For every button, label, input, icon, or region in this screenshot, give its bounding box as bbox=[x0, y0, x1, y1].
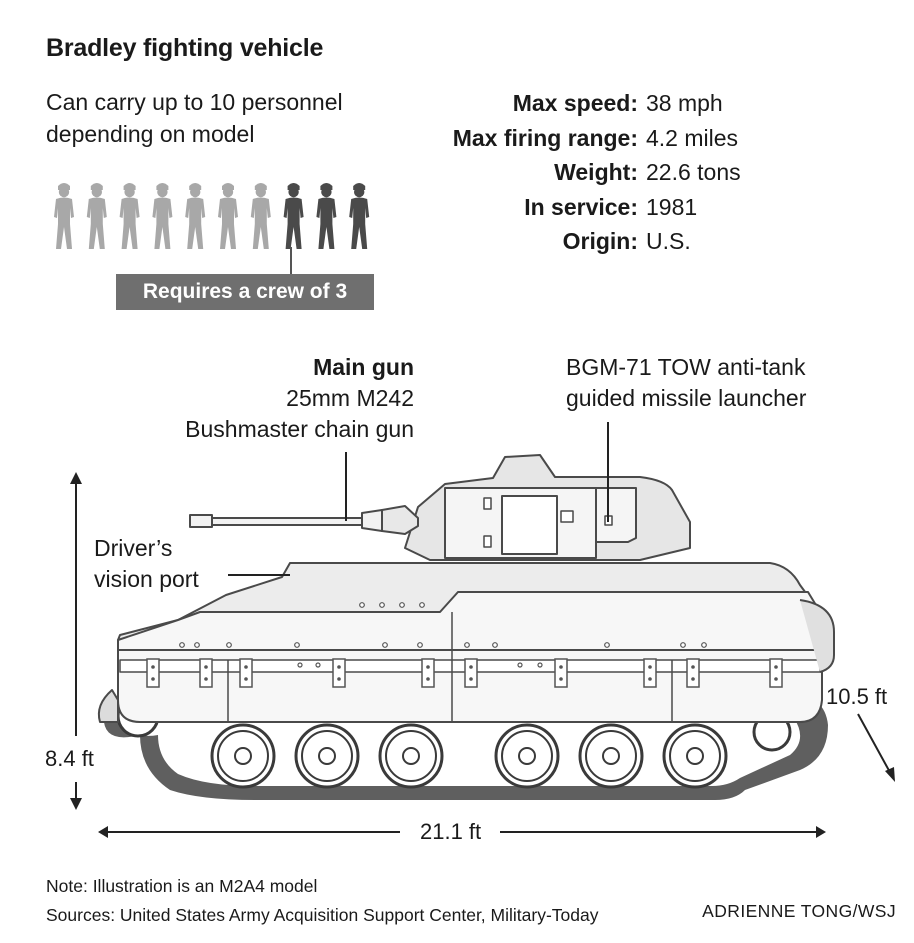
passenger-soldier-icon bbox=[119, 183, 140, 249]
stat-value: 22.6 tons bbox=[646, 159, 741, 185]
height-label: 8.4 ft bbox=[45, 746, 94, 771]
tow-line-2: guided missile launcher bbox=[566, 385, 807, 411]
stat-value: 38 mph bbox=[646, 90, 723, 116]
stat-value: 4.2 miles bbox=[646, 124, 739, 151]
stat-label: Origin: bbox=[562, 228, 638, 254]
turret bbox=[404, 454, 691, 561]
footnotes: Note: Illustration is an M2A4 model Sour… bbox=[46, 872, 598, 930]
stat-value: U.S. bbox=[646, 228, 691, 254]
stat-label: Max firing range: bbox=[452, 124, 638, 151]
passenger-soldier-icon bbox=[185, 183, 206, 249]
personnel-icons bbox=[54, 183, 370, 249]
hull-rivets bbox=[179, 602, 707, 668]
passenger-soldier-icon bbox=[250, 183, 271, 249]
crew-soldier-icon bbox=[283, 183, 304, 249]
width-dimension bbox=[857, 713, 895, 782]
sources-text: Sources: United States Army Acquisition … bbox=[46, 905, 599, 925]
height-dimension bbox=[70, 472, 82, 810]
main-gun-line-2: Bushmaster chain gun bbox=[185, 416, 414, 442]
stat-max-speed: Max speed: 38 mph bbox=[380, 86, 820, 121]
driver-line-1: Driver’s bbox=[94, 535, 173, 561]
driver-line-2: vision port bbox=[94, 566, 199, 592]
stat-weight: Weight: 22.6 tons bbox=[380, 155, 820, 190]
width-label: 10.5 ft bbox=[826, 684, 888, 709]
page-title: Bradley fighting vehicle bbox=[46, 34, 324, 62]
length-dimension bbox=[98, 826, 826, 838]
subtitle-line-2: depending on model bbox=[46, 121, 255, 147]
subtitle-line-1: Can carry up to 10 personnel bbox=[46, 89, 343, 115]
passenger-soldier-icon bbox=[54, 183, 74, 249]
spec-list: Max speed: 38 mph Max firing range: 4.2 … bbox=[380, 86, 820, 259]
driver-vision-port-label: Driver’s vision port bbox=[94, 533, 199, 595]
stat-value: 1981 bbox=[646, 193, 698, 220]
crew-badge: Requires a crew of 3 bbox=[116, 274, 374, 310]
main-gun-heading: Main gun bbox=[313, 354, 414, 380]
crew-soldier-icon bbox=[349, 183, 370, 249]
passenger-soldier-icon bbox=[152, 183, 173, 249]
stat-label: Weight: bbox=[554, 159, 638, 185]
stat-label: In service: bbox=[524, 193, 638, 220]
passenger-soldier-icon bbox=[86, 183, 107, 249]
length-label: 21.1 ft bbox=[420, 819, 482, 844]
stat-max-firing-range: Max firing range: 4.2 miles bbox=[380, 121, 820, 156]
main-gun bbox=[189, 505, 419, 535]
stat-origin: Origin: U.S. bbox=[380, 224, 820, 259]
subtitle: Can carry up to 10 personnel depending o… bbox=[46, 86, 343, 150]
stat-in-service: In service: 1981 bbox=[380, 190, 820, 225]
tow-launcher-label: BGM-71 TOW anti-tank guided missile laun… bbox=[566, 352, 806, 414]
credit: ADRIENNE TONG/WSJ bbox=[702, 901, 896, 921]
passenger-soldier-icon bbox=[218, 183, 238, 249]
note-text: Note: Illustration is an M2A4 model bbox=[46, 876, 318, 896]
crew-soldier-icon bbox=[316, 183, 337, 249]
tow-line-1: BGM-71 TOW anti-tank bbox=[566, 354, 806, 380]
main-gun-label: Main gun 25mm M242 Bushmaster chain gun bbox=[185, 352, 414, 445]
hull-brackets bbox=[146, 658, 783, 688]
main-gun-line-1: 25mm M242 bbox=[286, 385, 414, 411]
stat-label: Max speed: bbox=[512, 90, 638, 116]
